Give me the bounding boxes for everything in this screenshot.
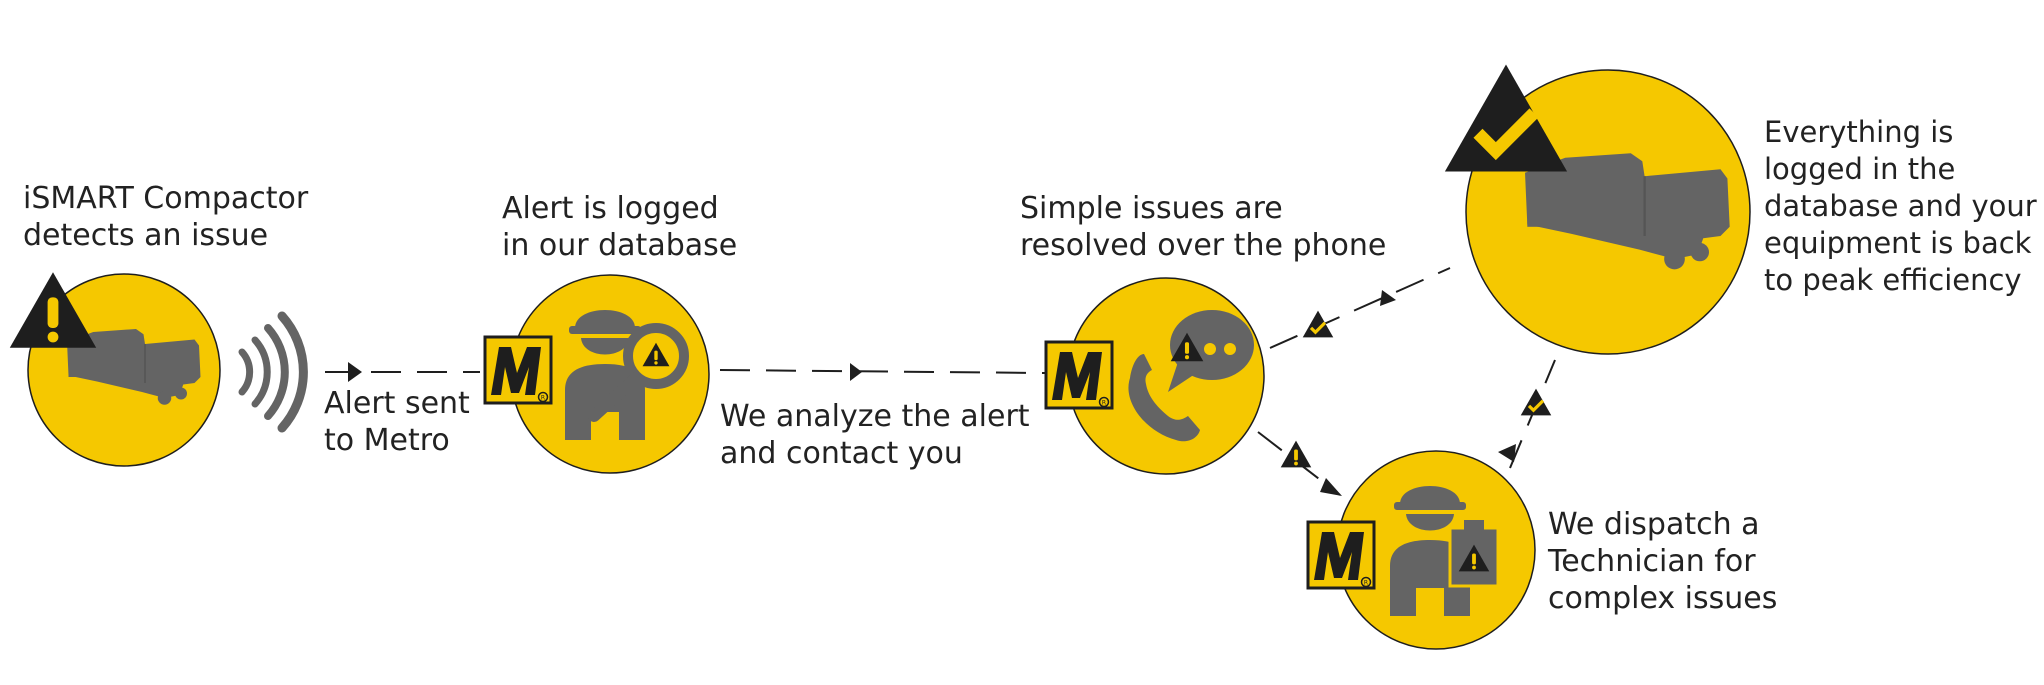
step-dispatch-label: We dispatch a Technician for complex iss… xyxy=(1548,507,1778,616)
warning-icon xyxy=(1280,440,1312,468)
connector-arrowheads xyxy=(348,290,1516,496)
connector-badges xyxy=(1280,310,1552,468)
step-dispatch-icon xyxy=(1306,450,1536,650)
arrowhead-dispatch xyxy=(1320,478,1342,496)
metro-logo xyxy=(483,335,553,405)
step-done-icon xyxy=(1445,65,1751,355)
metro-logo xyxy=(1044,340,1114,410)
step-phone-icon xyxy=(1044,277,1265,475)
connector-analyze-label: We analyze the alert and contact you xyxy=(720,399,1030,471)
check-warning-icon xyxy=(1302,310,1334,338)
arrowhead-done xyxy=(1380,290,1396,306)
step-detect-icon xyxy=(9,272,221,467)
arrowhead-analyze xyxy=(850,363,862,381)
arrowhead-sent xyxy=(348,362,362,382)
signal-waves-icon xyxy=(238,311,308,433)
step-phone-label: Simple issues are resolved over the phon… xyxy=(1020,191,1387,263)
step-log-label: Alert is logged in our database xyxy=(502,191,738,263)
metro-logo xyxy=(1306,520,1376,590)
step-done-label: Everything is logged in the database and… xyxy=(1764,115,2037,297)
check-warning-icon xyxy=(1520,388,1552,416)
step-log-icon xyxy=(483,274,710,474)
connector-sent-label: Alert sent to Metro xyxy=(324,386,470,458)
step-detect-label: iSMART Compactor detects an issue xyxy=(23,181,309,253)
arrowhead-return xyxy=(1498,444,1516,462)
